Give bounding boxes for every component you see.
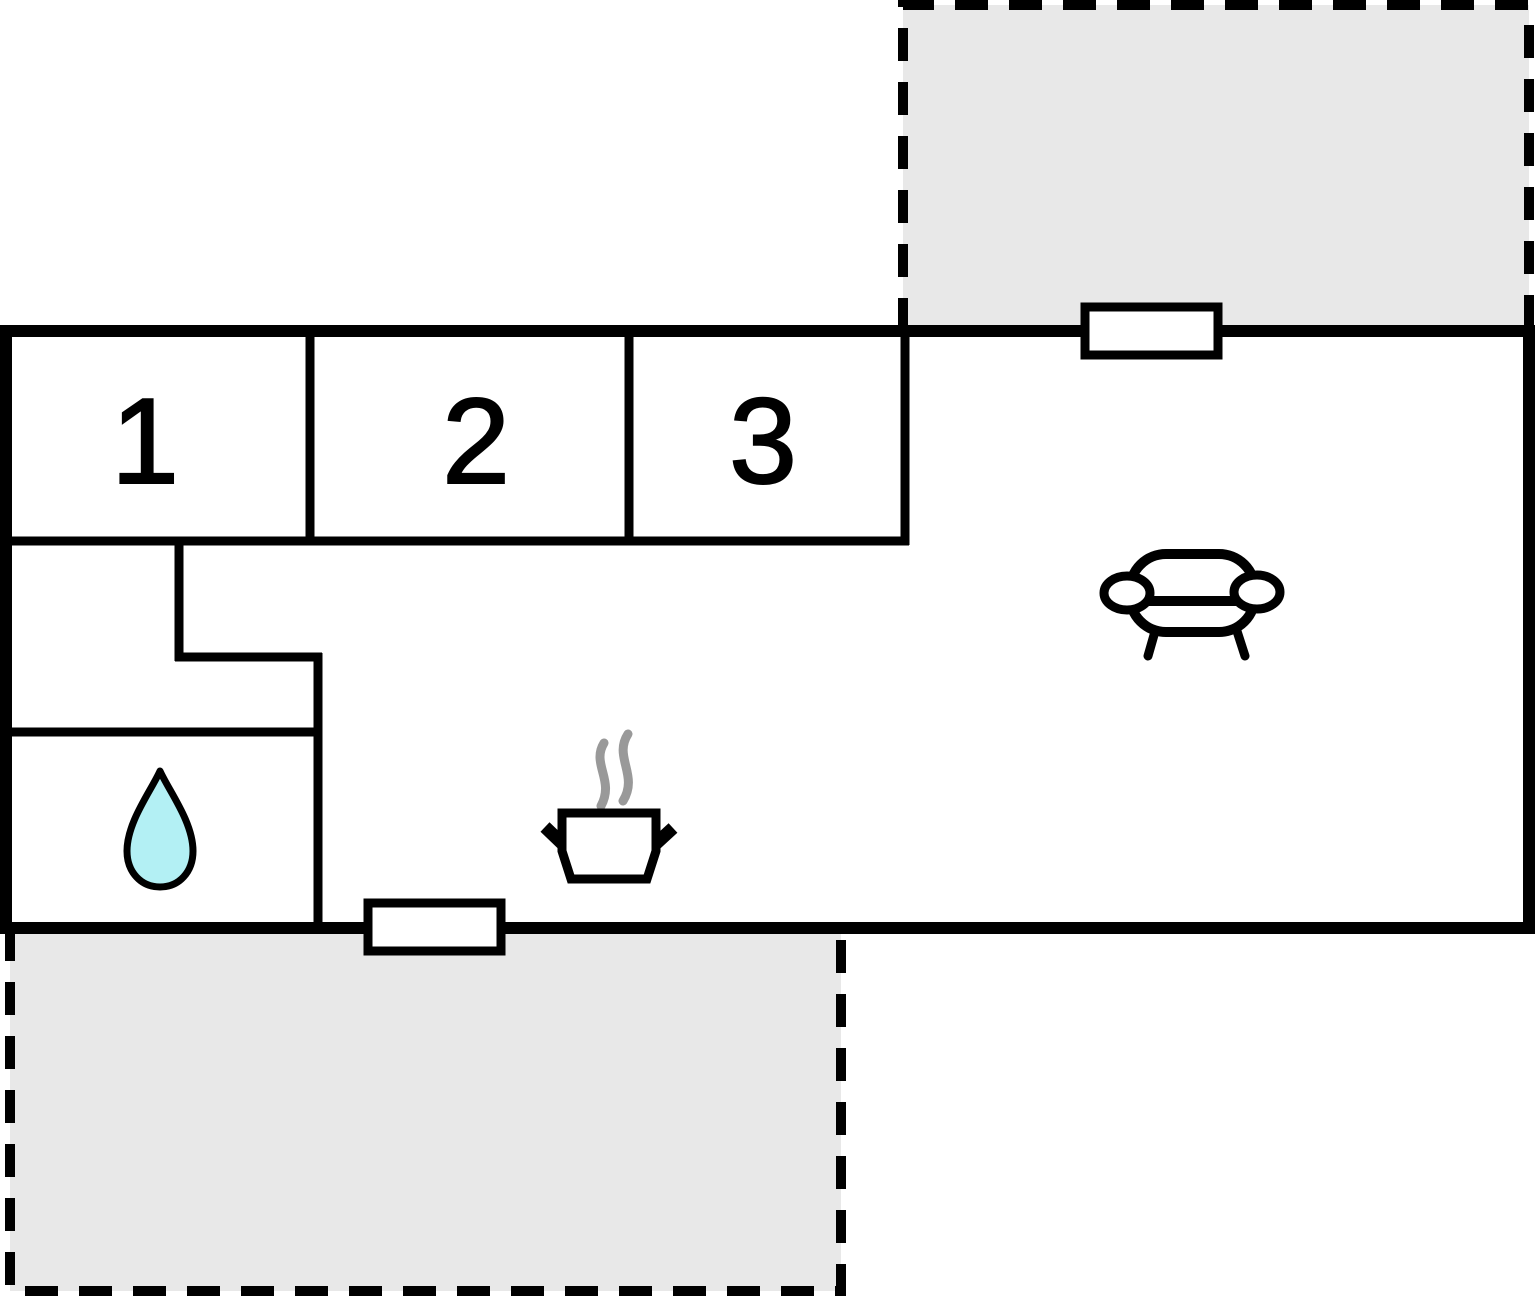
terrace-bottom-dashed-border xyxy=(5,928,846,1296)
door-bottom-opening xyxy=(363,898,506,956)
room-3-label: 3 xyxy=(729,373,797,509)
steam-line-left xyxy=(595,738,610,811)
sofa-armrest-right xyxy=(1229,570,1285,614)
pot-body xyxy=(557,808,661,884)
terrace-bottom-fill xyxy=(10,928,841,1291)
building-outline xyxy=(0,325,1535,934)
terrace-top-dashed-border xyxy=(898,0,1534,331)
room-2-label: 2 xyxy=(442,373,510,509)
room-1-label: 1 xyxy=(111,373,179,509)
cooking-pot-icon xyxy=(540,729,678,884)
water-drop-icon xyxy=(123,767,197,891)
terrace-bottom xyxy=(5,928,846,1296)
sofa-icon xyxy=(1099,549,1285,661)
sofa-armrest-left xyxy=(1099,571,1155,615)
interior-walls xyxy=(6,331,910,934)
door-top-opening xyxy=(1080,302,1223,360)
terrace-top-fill xyxy=(903,5,1529,331)
terrace-top xyxy=(898,0,1534,331)
steam-line-right xyxy=(618,729,633,806)
